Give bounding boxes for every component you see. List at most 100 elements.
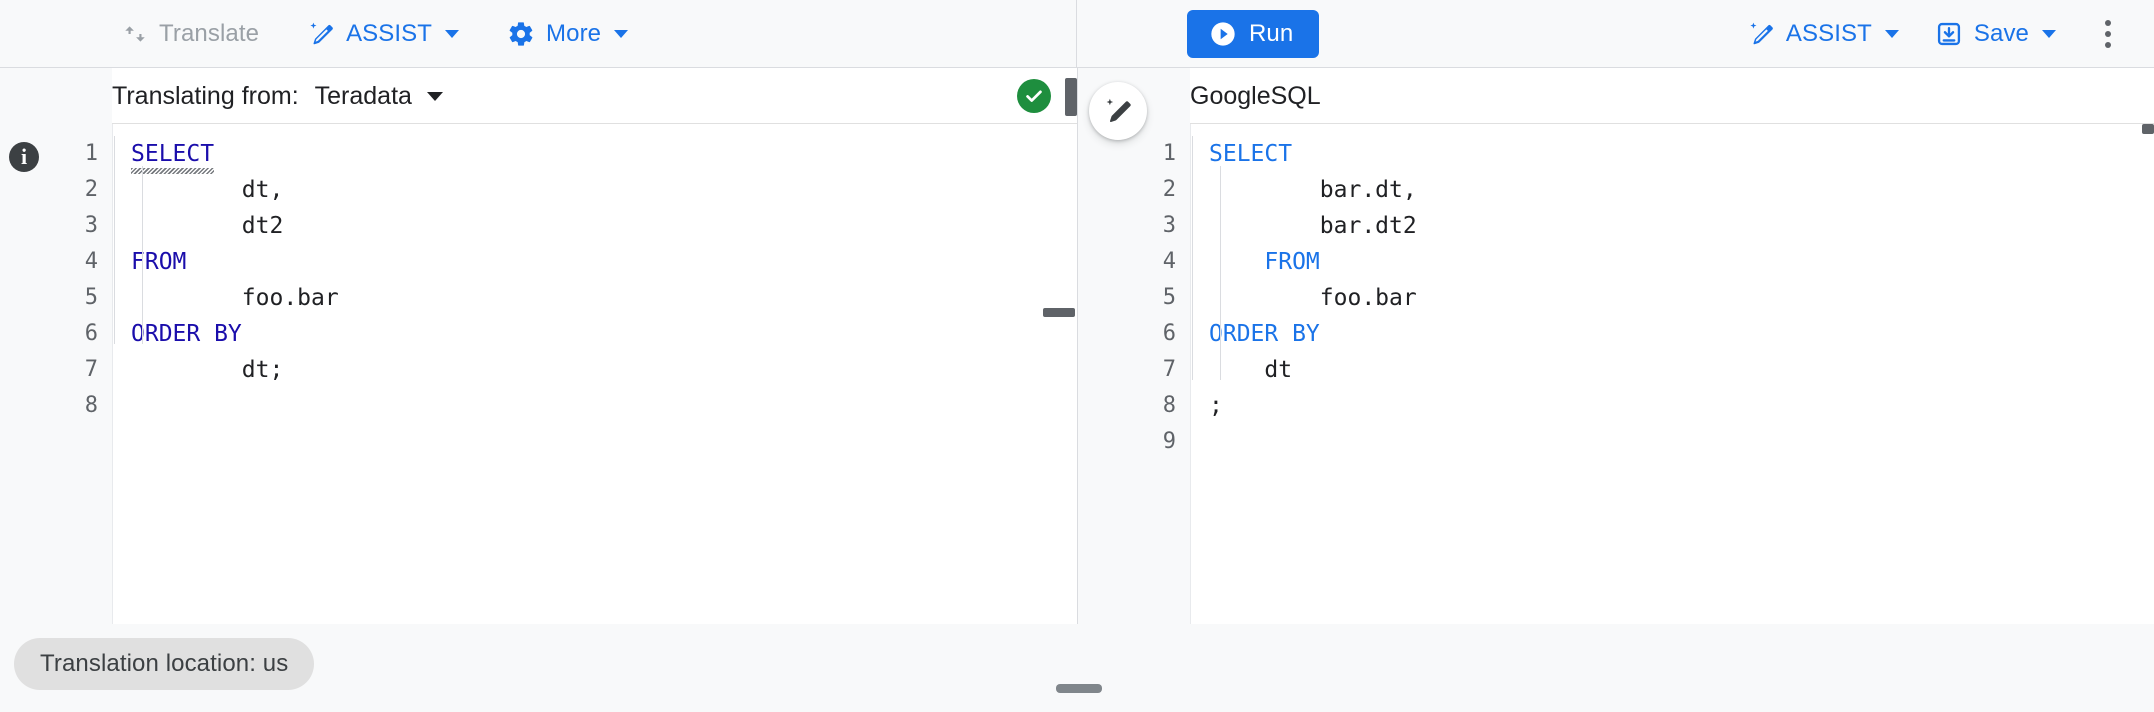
code-line: bar.dt2 [1209,208,2154,244]
line-number: 6 [1162,321,1176,346]
source-horizontal-scrollbar-thumb[interactable] [1043,308,1075,317]
more-label: More [546,20,602,47]
save-button[interactable]: Save [1921,10,2070,58]
indent-guide [1220,166,1221,380]
line-number: 3 [1162,213,1176,238]
line-number: 5 [84,285,98,310]
code-line [1209,424,2154,460]
code-line: FROM [1209,244,2154,280]
pane-splitter[interactable] [1043,68,1147,624]
target-assist-fab[interactable] [1089,82,1147,140]
code-line: SELECT [131,136,1077,174]
line-number: 6 [84,321,98,346]
info-icon[interactable]: i [9,142,39,172]
chevron-down-icon [614,30,629,38]
target-vertical-scrollbar-thumb[interactable] [2142,124,2154,134]
translate-label: Translate [159,20,260,47]
magic-wand-edit-icon [1106,98,1131,123]
code-line: dt; [131,352,1077,388]
sql-text: ; [1209,393,1223,419]
code-line: FROM [131,244,1077,280]
sql-text: foo.bar [1319,285,1417,311]
indent-guide [1192,136,1193,380]
line-number: 7 [84,357,98,382]
code-line: ORDER BY [1209,316,2154,352]
sql-keyword: SELECT [131,141,215,167]
save-label: Save [1973,20,2029,47]
indent-guide [114,136,115,344]
code-line: foo.bar [131,280,1077,316]
magic-wand-icon [307,20,335,48]
line-number: 7 [1162,357,1176,382]
line-number: 2 [84,177,98,202]
sql-keyword: FROM [131,249,187,275]
sql-text: bar.dt2 [1319,213,1417,239]
save-download-icon [1935,20,1963,48]
assist-label-right: ASSIST [1785,20,1872,47]
line-number: 2 [1162,177,1176,202]
target-dialect-label: GoogleSQL [1190,81,1321,110]
run-button[interactable]: Run [1187,10,1320,58]
code-line: foo.bar [1209,280,2154,316]
toolbar-left-group: Translate ASSIST More [0,0,1077,68]
line-number: 4 [1162,249,1176,274]
code-line: dt [1209,352,2154,388]
sql-text: dt2 [241,213,284,239]
line-number: 1 [84,141,98,166]
code-line: dt, [131,172,1077,208]
assist-button-left[interactable]: ASSIST [293,10,473,58]
source-warning-gutter: i [0,124,48,624]
translating-from-label: Translating from: [112,81,299,110]
toolbar: Translate ASSIST More [0,0,2154,68]
source-vertical-scrollbar-thumb[interactable] [1065,78,1077,116]
code-line: SELECT [1209,136,2154,172]
source-dialect-select[interactable]: Teradata [315,82,443,111]
translation-location-chip[interactable]: Translation location: us [14,638,315,690]
editor-panes: Translating from: Teradata i [0,68,2154,624]
footer: Translation location: us [0,624,2154,712]
source-pane-header: Translating from: Teradata [0,68,1077,124]
magic-wand-icon [1747,20,1775,48]
sql-text: bar.dt, [1319,177,1417,203]
line-number: 4 [84,249,98,274]
line-number: 1 [1162,141,1176,166]
line-number: 8 [84,393,98,418]
line-number: 5 [1162,285,1176,310]
gear-icon [507,20,535,48]
source-line-numbers: 1 2 3 4 5 6 7 8 [48,124,112,624]
code-line [131,388,1077,424]
code-line: ORDER BY [131,316,1077,352]
translate-swap-icon [122,21,148,47]
source-header-gutter [0,68,112,124]
chevron-down-icon [2042,30,2056,38]
sql-text: dt [1264,357,1293,383]
chevron-down-icon [426,91,443,101]
translate-button[interactable]: Translate [108,10,273,58]
chevron-down-icon [445,30,460,38]
sql-keyword: ORDER BY [131,321,242,347]
more-button[interactable]: More [493,10,642,58]
sql-keyword: ORDER BY [1209,321,1320,347]
chevron-down-icon [1884,30,1899,38]
sql-keyword: SELECT [1209,141,1293,167]
squiggly-underlined-token: SELECT [131,136,215,174]
code-line: ; [1209,388,2154,424]
code-line: dt2 [131,208,1077,244]
kebab-menu-icon[interactable] [2084,10,2132,58]
target-warning-gutter [1078,124,1126,624]
assist-label-left: ASSIST [346,20,433,47]
assist-button-right[interactable]: ASSIST [1733,10,1913,58]
source-pane: Translating from: Teradata i [0,68,1077,624]
sql-text: dt, [241,177,284,203]
line-number: 3 [84,213,98,238]
horizontal-resize-handle[interactable] [1056,684,1102,693]
run-label: Run [1249,20,1294,47]
sql-text: dt; [241,357,284,383]
